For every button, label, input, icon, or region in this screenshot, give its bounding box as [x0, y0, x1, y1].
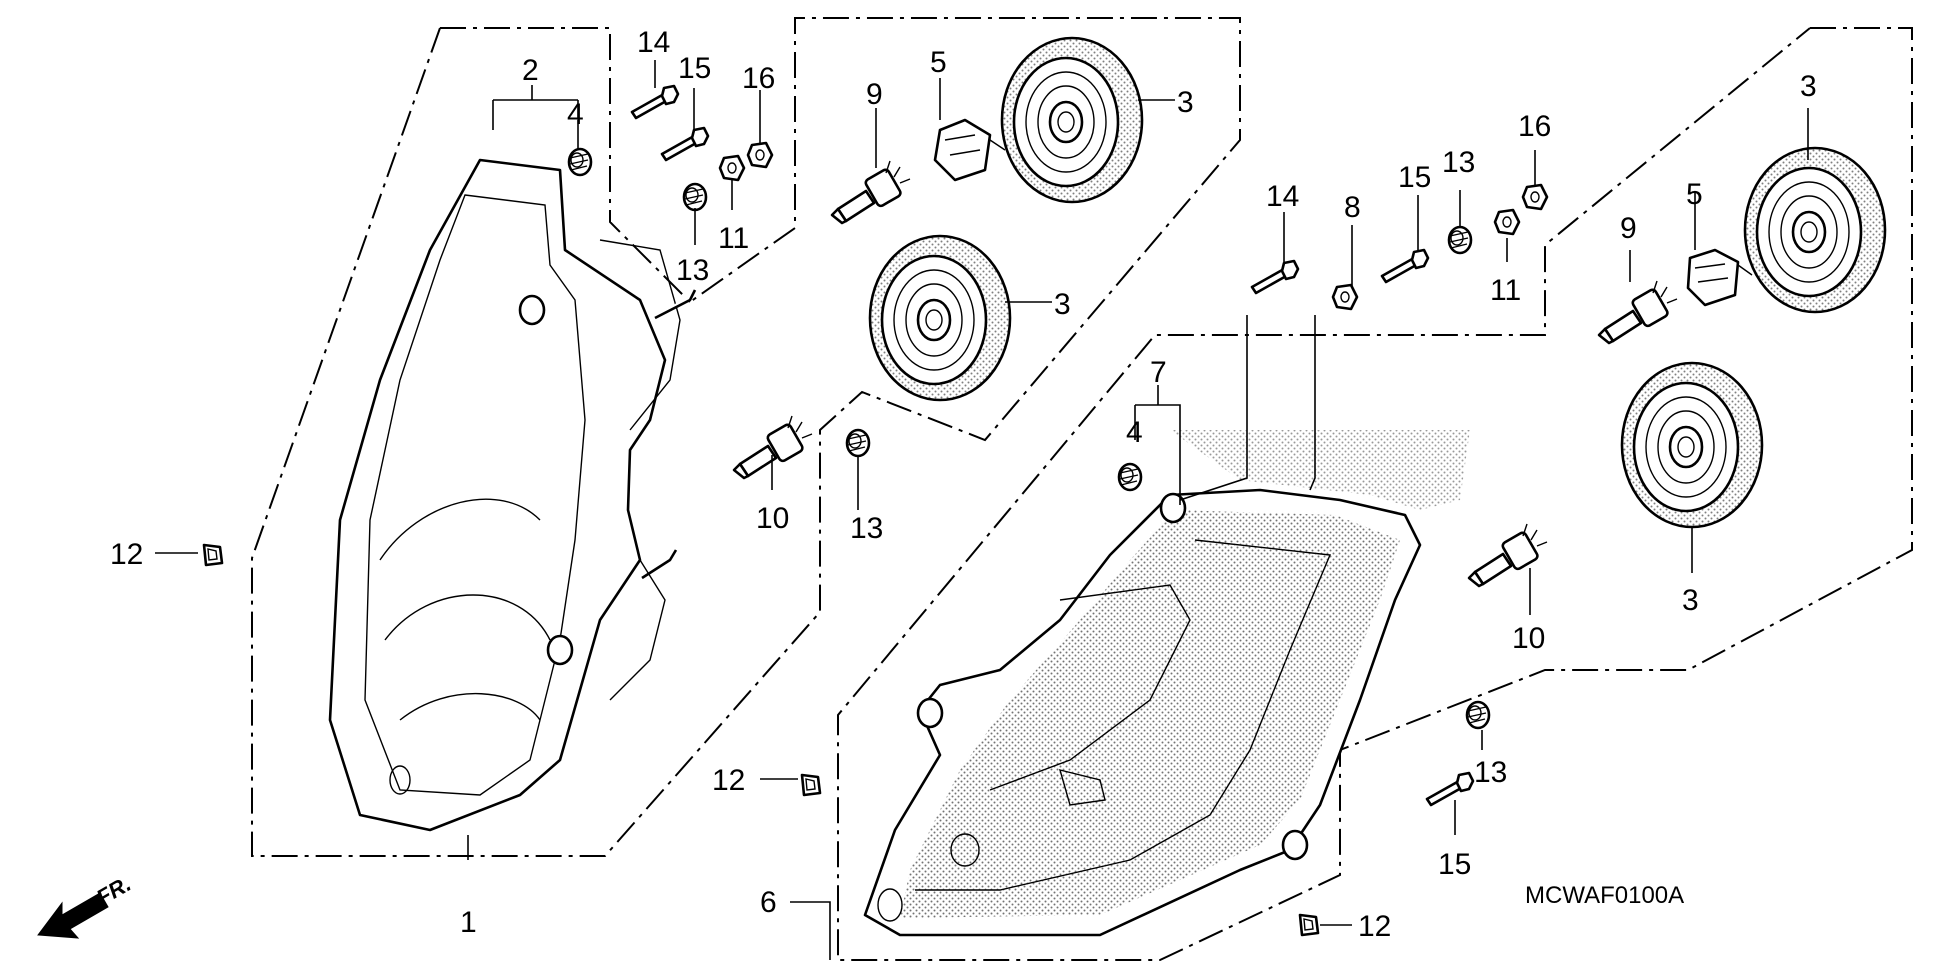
- callout-9-right: 9: [1620, 212, 1637, 245]
- part-4-collar-right: [1117, 462, 1143, 492]
- part-13-grommet-right-top: [1447, 225, 1473, 255]
- callout-5-right: 5: [1686, 178, 1703, 211]
- callout-3: 3: [1177, 86, 1194, 119]
- part-12-clip-left: [202, 543, 224, 567]
- part-13-grommet-left: [682, 182, 708, 212]
- callout-12-right-b: 12: [1358, 910, 1391, 943]
- right-headlight-assembly: [863, 430, 1470, 937]
- part-10-bulb-right: [1467, 522, 1549, 588]
- callout-13: 13: [676, 254, 709, 287]
- part-3-cover-right-top: [1743, 146, 1887, 314]
- callout-14: 14: [637, 26, 670, 59]
- part-16-nut-left: [746, 141, 774, 169]
- callout-11: 11: [718, 222, 749, 255]
- left-headlight-assembly: [328, 158, 697, 832]
- part-10-bulb-left: [732, 414, 814, 480]
- callout-9: 9: [866, 78, 883, 111]
- callout-8: 8: [1344, 191, 1361, 224]
- part-13-grommet-right-b: [1465, 700, 1491, 730]
- part-14-bolt-left: [630, 84, 680, 120]
- callout-15: 15: [678, 52, 711, 85]
- callout-11-right: 11: [1490, 274, 1521, 307]
- part-5-socket-left: [933, 118, 1006, 182]
- group-outline-left: [251, 17, 1241, 857]
- part-3-cover-right-bottom: [1620, 361, 1764, 529]
- callout-7: 7: [1150, 356, 1167, 389]
- callout-3-right-b: 3: [1682, 584, 1699, 617]
- callout-1: 1: [460, 906, 477, 939]
- callout-2: 2: [522, 54, 539, 87]
- callout-13-right-b: 13: [1474, 756, 1507, 789]
- front-direction-arrow: [37, 892, 109, 939]
- callout-14-right: 14: [1266, 180, 1299, 213]
- part-9-bulb-right: [1597, 279, 1679, 345]
- part-12-clip-right-a: [800, 773, 822, 797]
- group-outline-right: [837, 27, 1913, 961]
- callout-3-right: 3: [1800, 70, 1817, 103]
- callout-16: 16: [742, 62, 775, 95]
- callout-16-right: 16: [1518, 110, 1551, 143]
- part-8-nut-right: [1331, 283, 1359, 311]
- part-13-grommet-left-b: [845, 428, 871, 458]
- part-3-cover-left-top: [1000, 36, 1144, 204]
- callout-6: 6: [760, 886, 777, 919]
- callout-3-b: 3: [1054, 288, 1071, 321]
- part-11-washer-left: [718, 154, 746, 182]
- part-15-screw-right: [1380, 248, 1430, 284]
- callout-15-right: 15: [1398, 161, 1431, 194]
- callout-4: 4: [567, 98, 584, 131]
- callout-12: 12: [110, 538, 143, 571]
- callout-10: 10: [756, 502, 789, 535]
- part-16-nut-right: [1521, 183, 1549, 211]
- part-15-screw-right-b: [1425, 771, 1475, 807]
- callout-13-b: 13: [850, 512, 883, 545]
- callout-5: 5: [930, 46, 947, 79]
- part-3-cover-left-bottom: [868, 234, 1012, 402]
- callout-10-right: 10: [1512, 622, 1545, 655]
- part-9-bulb-left: [830, 159, 912, 225]
- callout-15-right-b: 15: [1438, 848, 1471, 881]
- callout-13-right: 13: [1442, 146, 1475, 179]
- part-15-screw-left: [660, 126, 710, 162]
- part-11-washer-right: [1493, 208, 1521, 236]
- part-14-bolt-right: [1250, 259, 1300, 295]
- part-5-socket-right: [1686, 248, 1753, 307]
- part-12-clip-right-b: [1298, 913, 1320, 937]
- part-4-collar-left: [567, 147, 593, 177]
- callout-4-right: 4: [1126, 416, 1143, 449]
- callout-12-right-a: 12: [712, 764, 745, 797]
- diagram-code: MCWAF0100A: [1525, 882, 1684, 909]
